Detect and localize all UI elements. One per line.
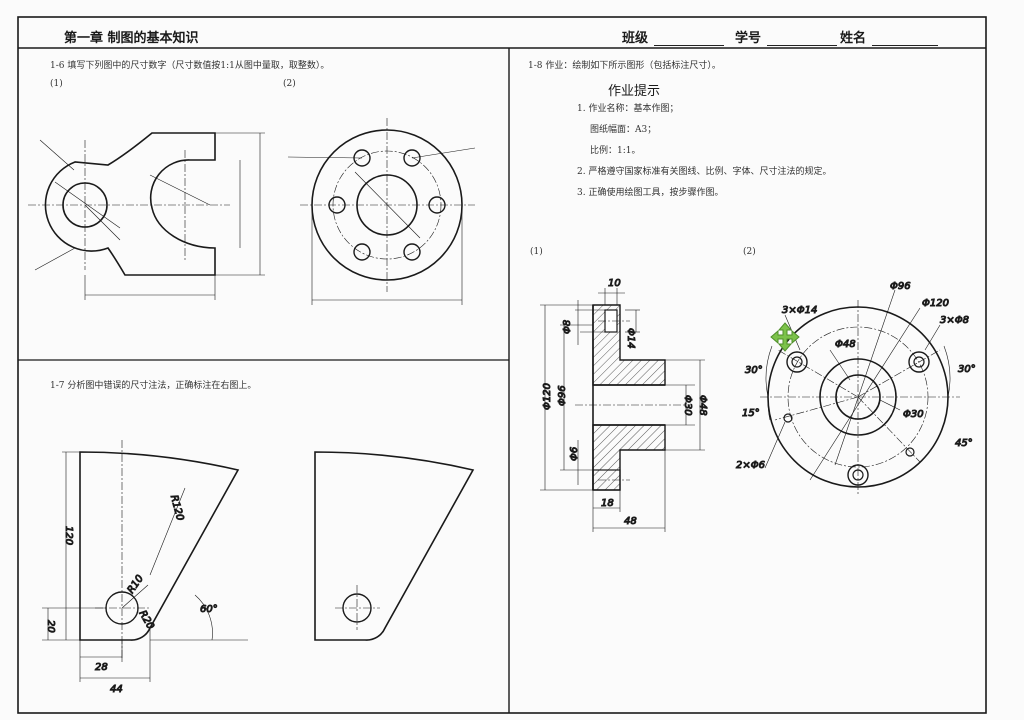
ex-1-8-title: 1-8 作业：绘制如下所示图形（包括标注尺寸）。: [528, 61, 721, 71]
student-id-label: 学号: [735, 31, 762, 46]
ex-1-6-part2: (2): [283, 79, 296, 89]
student-id-field[interactable]: 学号: [735, 27, 838, 46]
dim2-3xphi14: 3×Φ14: [782, 305, 817, 316]
ex-1-8-figure-1: 10 Φ14 Φ8 Φ120 Φ96 Φ6 Φ30 Φ48 18 48: [540, 278, 709, 532]
ex-1-6-title: 1-6 填写下列图中的尺寸数字（尺寸数值按1:1从图中量取，取整数）。: [50, 61, 330, 71]
hint-3: 3. 正确使用绘图工具，按步骤作图。: [577, 188, 724, 198]
chapter-title: 第一章 制图的基本知识: [64, 31, 199, 46]
dim2-phi30: Φ30: [903, 409, 924, 420]
dim-60deg: 60°: [200, 604, 218, 615]
ex-1-8-part1: (1): [530, 247, 543, 257]
dim2-phi120: Φ120: [922, 298, 949, 309]
ex-1-7-figure-right: [314, 451, 475, 641]
dim-phi6: Φ6: [569, 447, 580, 461]
move-cursor-icon: [770, 322, 800, 352]
ex-1-6-part1: (1): [50, 79, 63, 89]
dim2-phi48: Φ48: [835, 339, 856, 350]
hint-2: 2. 严格遵守国家标准有关图线、比例、字体、尺寸注法的规定。: [577, 167, 832, 177]
dim-r20: R20: [136, 609, 155, 632]
dim2-30deg-left: 30°: [745, 365, 763, 376]
dim2-3xphi8: 3×Φ8: [940, 315, 969, 326]
dim-r10: R10: [126, 573, 146, 595]
dim2-phi96: Φ96: [890, 281, 911, 292]
class-field[interactable]: 班级: [622, 27, 725, 46]
dim-phi8: Φ8: [562, 320, 573, 334]
dim-120: 120: [63, 526, 74, 545]
ex-1-7-title: 1-7 分析图中错误的尺寸注法，正确标注在右图上。: [50, 381, 257, 391]
dim-phi14: Φ14: [625, 328, 636, 349]
name-label: 姓名: [840, 31, 867, 46]
dim2-30deg-right: 30°: [958, 364, 976, 375]
class-blank[interactable]: [654, 33, 725, 46]
student-id-blank[interactable]: [767, 33, 838, 46]
dim-phi96: Φ96: [557, 385, 568, 406]
ex-1-8-figure-2: Φ96 Φ120 3×Φ14 3×Φ8 Φ48 30° 30° 15° 2×Φ6…: [736, 281, 976, 495]
dim-44: 44: [110, 684, 123, 695]
dim-18: 18: [601, 498, 614, 509]
dim-28: 28: [95, 662, 108, 673]
dim-r120: R120: [168, 494, 185, 522]
dim2-45deg: 45°: [955, 438, 973, 449]
ex-1-6-figure-2: [287, 118, 476, 305]
dim-48: 48: [624, 516, 637, 527]
dim2-15deg: 15°: [742, 408, 760, 419]
name-field[interactable]: 姓名: [840, 27, 939, 46]
dim-10: 10: [608, 278, 621, 289]
hint-title: 作业提示: [608, 84, 661, 99]
ex-1-7-figure-left: R120 120 R10 R20 20 28 44 60°: [42, 440, 248, 696]
hint-1b: 图纸幅面：A3；: [590, 125, 657, 135]
ex-1-6-figure-1: [28, 132, 265, 300]
hint-1c: 比例：1:1。: [590, 146, 641, 156]
class-label: 班级: [622, 31, 649, 46]
dim-phi30: Φ30: [682, 395, 693, 416]
ex-1-8-part2: (2): [743, 247, 756, 257]
dim-phi48: Φ48: [697, 395, 708, 416]
dim-phi120: Φ120: [542, 383, 553, 410]
sheet-frame: [17, 16, 987, 714]
hint-1: 1. 作业名称：基本作图；: [577, 104, 679, 114]
name-blank[interactable]: [872, 33, 939, 46]
dim2-2xphi6: 2×Φ6: [736, 460, 765, 471]
dim-20: 20: [45, 620, 56, 633]
